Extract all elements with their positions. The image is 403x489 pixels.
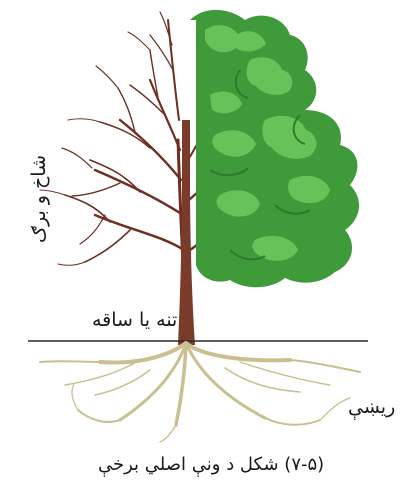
foliage (190, 10, 359, 287)
figure-caption: (۷-۵) شکل د ونې اصلي برخې (98, 454, 324, 475)
roots-label: ريښې (348, 396, 395, 418)
branches-leaves-label: شاخ و برګ (28, 144, 50, 254)
trunk-label: تنه يا ساقه (92, 309, 177, 331)
bare-branches (40, 12, 185, 300)
roots (40, 343, 360, 442)
